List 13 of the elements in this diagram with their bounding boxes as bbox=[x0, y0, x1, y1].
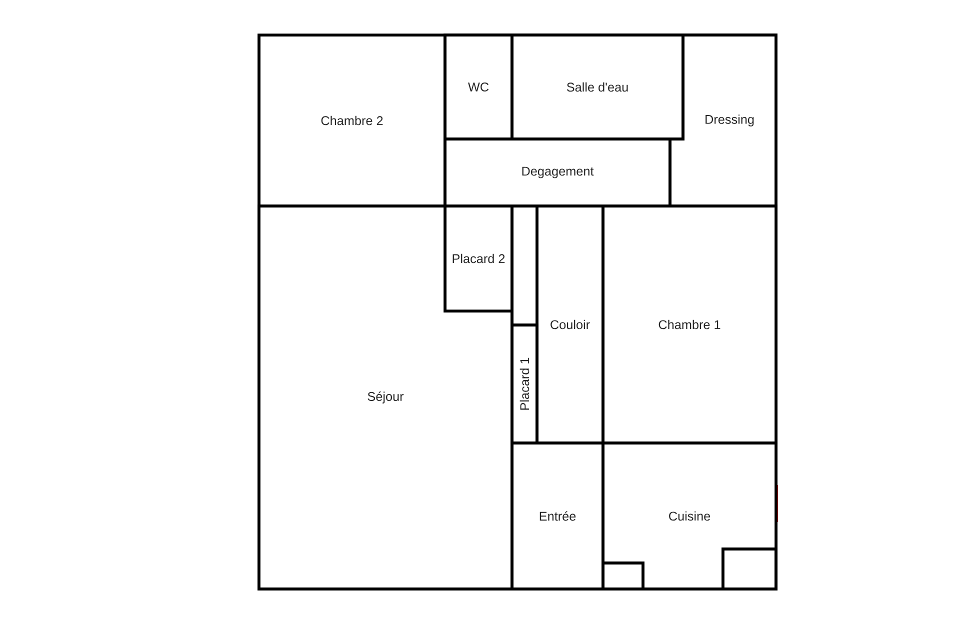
room-box: Placard 1 bbox=[510, 324, 538, 444]
cabinet-box bbox=[722, 548, 778, 590]
room-box: Cuisine bbox=[602, 442, 778, 590]
cabinet-box bbox=[602, 562, 644, 590]
room-box: Entrée bbox=[510, 442, 604, 590]
room-box: Chambre 1 bbox=[602, 204, 778, 444]
room-box: Chambre 2 bbox=[258, 34, 446, 208]
room-box: Dressing bbox=[668, 34, 778, 208]
room-box: Degagement bbox=[444, 138, 672, 208]
room-box: Salle d'eau bbox=[510, 34, 684, 140]
room-box: WC bbox=[444, 34, 514, 140]
room-box: Placard 2 bbox=[444, 204, 514, 312]
room-box: Couloir bbox=[536, 204, 604, 444]
